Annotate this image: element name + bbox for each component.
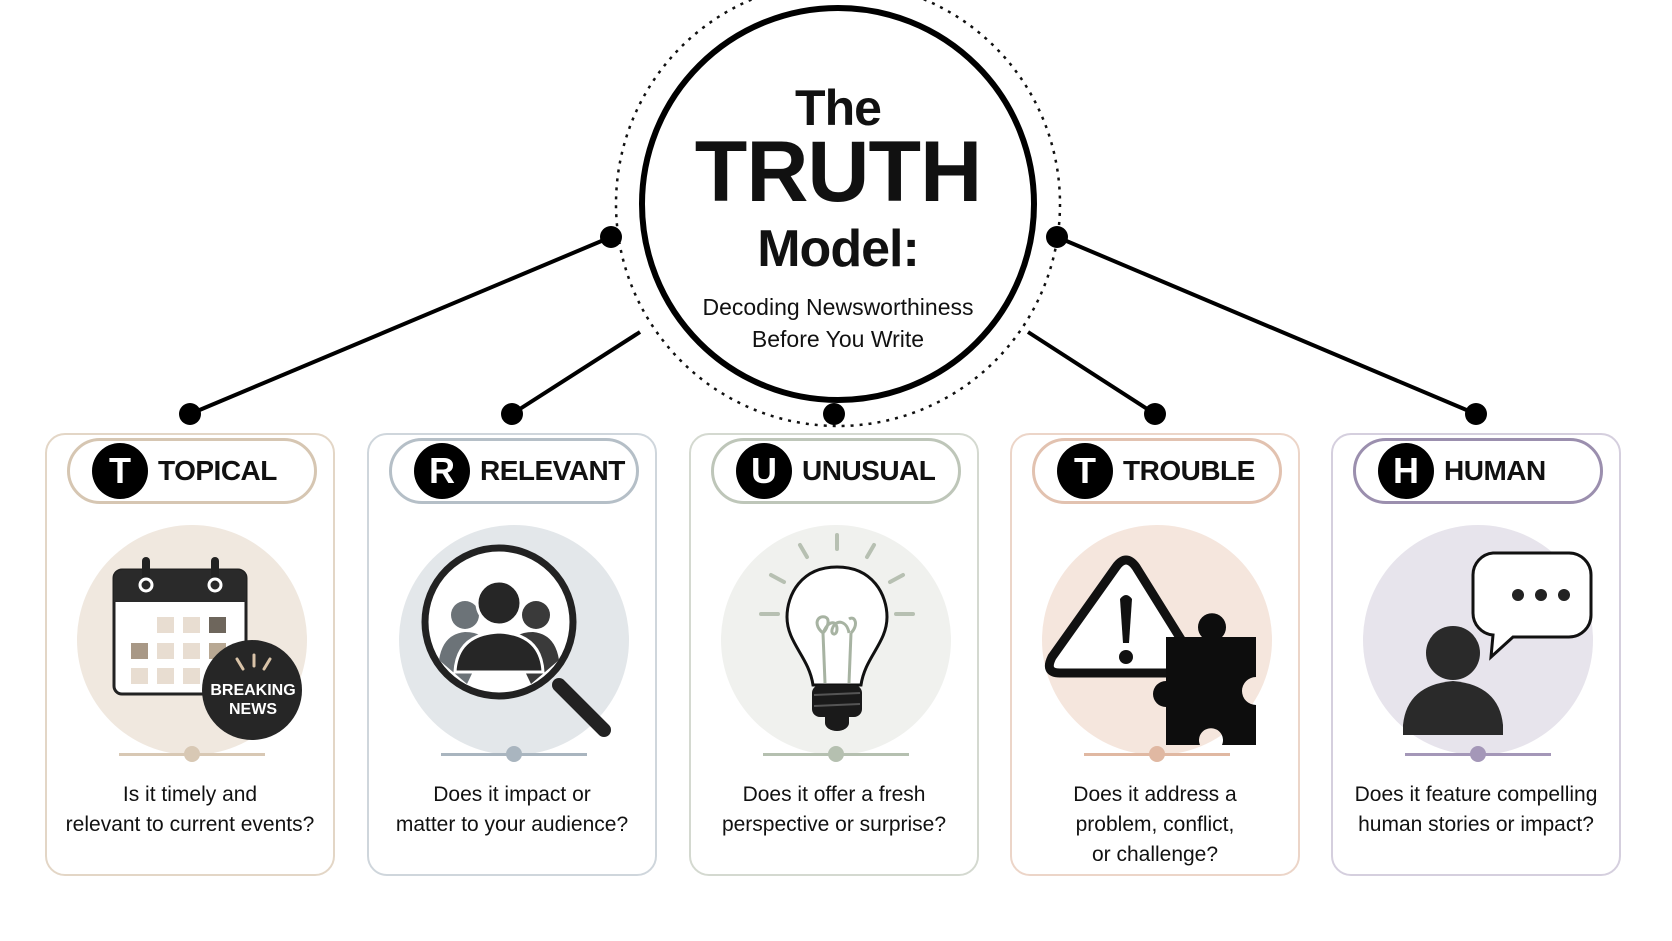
card-label: UNUSUAL [802, 455, 936, 486]
hub-title-model: Model: [757, 220, 920, 278]
letter-badge: H [1378, 443, 1434, 499]
card-label: TOPICAL [158, 455, 277, 486]
divider-knob [828, 746, 844, 762]
divider-slider [1405, 746, 1551, 762]
svg-text:NEWS: NEWS [229, 701, 277, 718]
connector-dot [501, 403, 523, 425]
divider-slider [1084, 746, 1230, 762]
question-line: Is it timely and [122, 783, 258, 806]
divider-slider [119, 746, 265, 762]
connector-dot [1465, 403, 1487, 425]
connector-dot [1046, 226, 1068, 248]
hub-circle: The TRUTH Model: Decoding Newsworthiness… [639, 5, 1037, 403]
lightbulb-icon [759, 533, 915, 731]
question-line: perspective or surprise? [721, 813, 947, 836]
connector-dot [600, 226, 622, 248]
pill-topical: T TOPICAL [67, 438, 317, 504]
connector-dot [823, 403, 845, 425]
magnifier-audience-icon [421, 544, 611, 737]
warning-puzzle-icon [1044, 555, 1256, 745]
icon-circle [721, 525, 951, 755]
divider-slider [763, 746, 909, 762]
pill-unusual: U UNUSUAL [711, 438, 961, 504]
letter-badge: T [1057, 443, 1113, 499]
card-question: Does it address a problem, conflict, or … [1020, 780, 1290, 870]
letter-badge: T [92, 443, 148, 499]
card-relevant: R RELEVANT Does it impact or matter to y… [367, 433, 657, 876]
hub-title-the: The [795, 80, 882, 136]
question-line: Does it impact or [433, 783, 591, 806]
hub-subtitle: Decoding Newsworthiness Before You Write [645, 291, 1031, 355]
card-question: Does it feature compelling human stories… [1341, 780, 1611, 840]
icon-circle [399, 525, 629, 755]
question-line: or challenge? [1091, 843, 1219, 866]
question-line: human stories or impact? [1358, 813, 1594, 836]
card-unusual: U UNUSUAL [689, 433, 979, 876]
card-label: RELEVANT [480, 455, 625, 486]
icon-circle [1042, 525, 1272, 755]
hub-subtitle-line1: Decoding Newsworthiness [702, 294, 974, 320]
question-line: Does it feature compelling [1354, 783, 1598, 806]
question-line: relevant to current events? [65, 813, 315, 836]
pill-trouble: T TROUBLE [1032, 438, 1282, 504]
connector-dot [1144, 403, 1166, 425]
card-question: Does it impact or matter to your audienc… [377, 780, 647, 840]
calendar-breaking-news-icon: BREAKING NEWS [112, 557, 302, 740]
card-human: H HUMAN Does it feature compelling human… [1331, 433, 1621, 876]
card-trouble: T TROUBLE Does it address a problem, con… [1010, 433, 1300, 876]
letter-badge: U [736, 443, 792, 499]
question-line: Does it address a [1073, 783, 1237, 806]
hub-title-truth: TRUTH [694, 124, 982, 220]
card-label: TROUBLE [1123, 455, 1255, 486]
pill-relevant: R RELEVANT [389, 438, 639, 504]
card-topical: T TOPICAL BREAKING NEWS [45, 433, 335, 876]
svg-text:BREAKING: BREAKING [210, 682, 295, 699]
hub-subtitle-line2: Before You Write [751, 326, 925, 352]
divider-knob [1149, 746, 1165, 762]
person-speech-bubble-icon [1403, 551, 1593, 735]
question-line: Does it offer a fresh [742, 783, 926, 806]
divider-knob [506, 746, 522, 762]
card-question: Does it offer a fresh perspective or sur… [699, 780, 969, 840]
connector-dot [179, 403, 201, 425]
question-line: problem, conflict, [1075, 813, 1235, 836]
card-question: Is it timely and relevant to current eve… [55, 780, 325, 840]
icon-circle [1363, 525, 1593, 755]
icon-circle: BREAKING NEWS [77, 525, 307, 755]
divider-slider [441, 746, 587, 762]
question-line: matter to your audience? [395, 813, 629, 836]
pill-human: H HUMAN [1353, 438, 1603, 504]
card-label: HUMAN [1444, 455, 1546, 486]
divider-knob [184, 746, 200, 762]
letter-badge: R [414, 443, 470, 499]
divider-knob [1470, 746, 1486, 762]
